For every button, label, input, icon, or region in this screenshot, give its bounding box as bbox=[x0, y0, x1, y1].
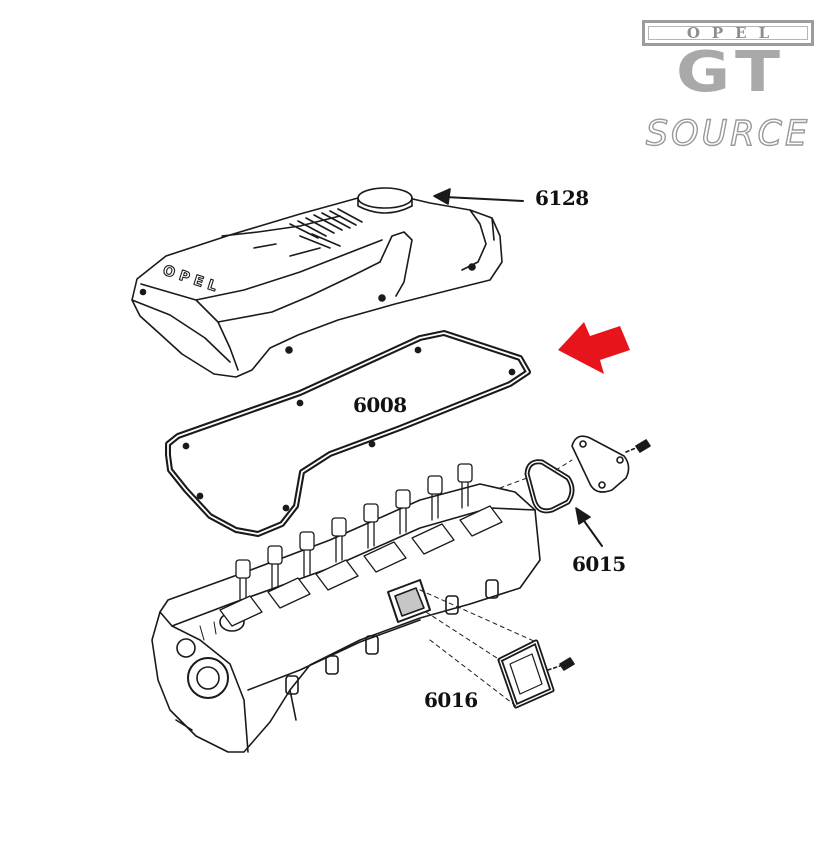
highlight-arrow bbox=[558, 322, 630, 374]
valve-cover: OPEL bbox=[131, 187, 503, 378]
part-label-6015: 6015 bbox=[572, 552, 626, 576]
cylinder-head bbox=[151, 463, 541, 753]
end-cover-gasket-6015 bbox=[499, 435, 651, 514]
logo-brand-text: OPEL bbox=[686, 24, 782, 42]
part-label-6128: 6128 bbox=[535, 186, 589, 210]
leader-arrow-6128 bbox=[433, 188, 524, 205]
logo-subtitle-text: SOURCE bbox=[645, 113, 811, 154]
valve-cover-gasket bbox=[165, 330, 531, 537]
opel-gt-source-logo: OPEL GT SOURCE bbox=[628, 18, 828, 158]
logo-model-text: GT bbox=[675, 38, 787, 105]
leader-arrow-6015 bbox=[575, 507, 603, 547]
water-outlet-gasket-6016 bbox=[419, 589, 575, 709]
part-label-6016: 6016 bbox=[424, 688, 478, 712]
opel-badge: OPEL bbox=[642, 20, 814, 46]
part-label-6008: 6008 bbox=[353, 393, 407, 417]
